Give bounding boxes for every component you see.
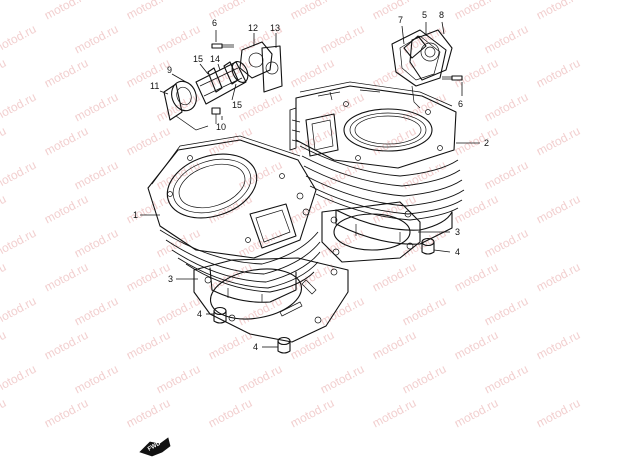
callout-leaders [140, 21, 480, 348]
front-base-gasket [193, 257, 349, 343]
fwd-badge: FWD [139, 437, 171, 457]
callout-10: 10 [216, 122, 226, 132]
callout-8: 8 [439, 10, 444, 20]
callout-9: 9 [167, 65, 172, 75]
rear-cylinder [289, 81, 465, 245]
callout-4-left-upper: 4 [197, 309, 202, 319]
callout-14: 14 [210, 54, 220, 64]
dowel-pin-right [421, 237, 435, 255]
callout-7: 7 [398, 15, 403, 25]
callout-13: 13 [270, 23, 280, 33]
rear-base-gasket [321, 201, 421, 263]
rear-intake-assembly [391, 29, 463, 109]
callout-4-left-lower: 4 [253, 342, 258, 352]
callout-2: 2 [484, 138, 489, 148]
callout-5: 5 [422, 10, 427, 20]
dowel-pin-left-upper [213, 306, 227, 324]
callout-11: 11 [150, 81, 159, 91]
callout-labels: 1 2 3 3 4 4 4 5 6 6 7 8 9 10 11 12 13 14… [133, 10, 489, 352]
callout-3-upper: 3 [455, 227, 460, 237]
front-cylinder [147, 135, 321, 303]
dowel-pin-left-lower [277, 336, 291, 354]
callout-4-right: 4 [455, 247, 460, 257]
callout-3-lower: 3 [168, 274, 173, 284]
callout-6-right: 6 [458, 99, 463, 109]
callout-12: 12 [248, 23, 258, 33]
callout-6-left: 6 [212, 18, 217, 28]
callout-15-right: 15 [232, 100, 242, 110]
arrow-fwd-icon [139, 437, 171, 457]
callout-1: 1 [133, 210, 138, 220]
callout-15-left: 15 [193, 54, 203, 64]
left-intake-assembly [163, 41, 283, 131]
